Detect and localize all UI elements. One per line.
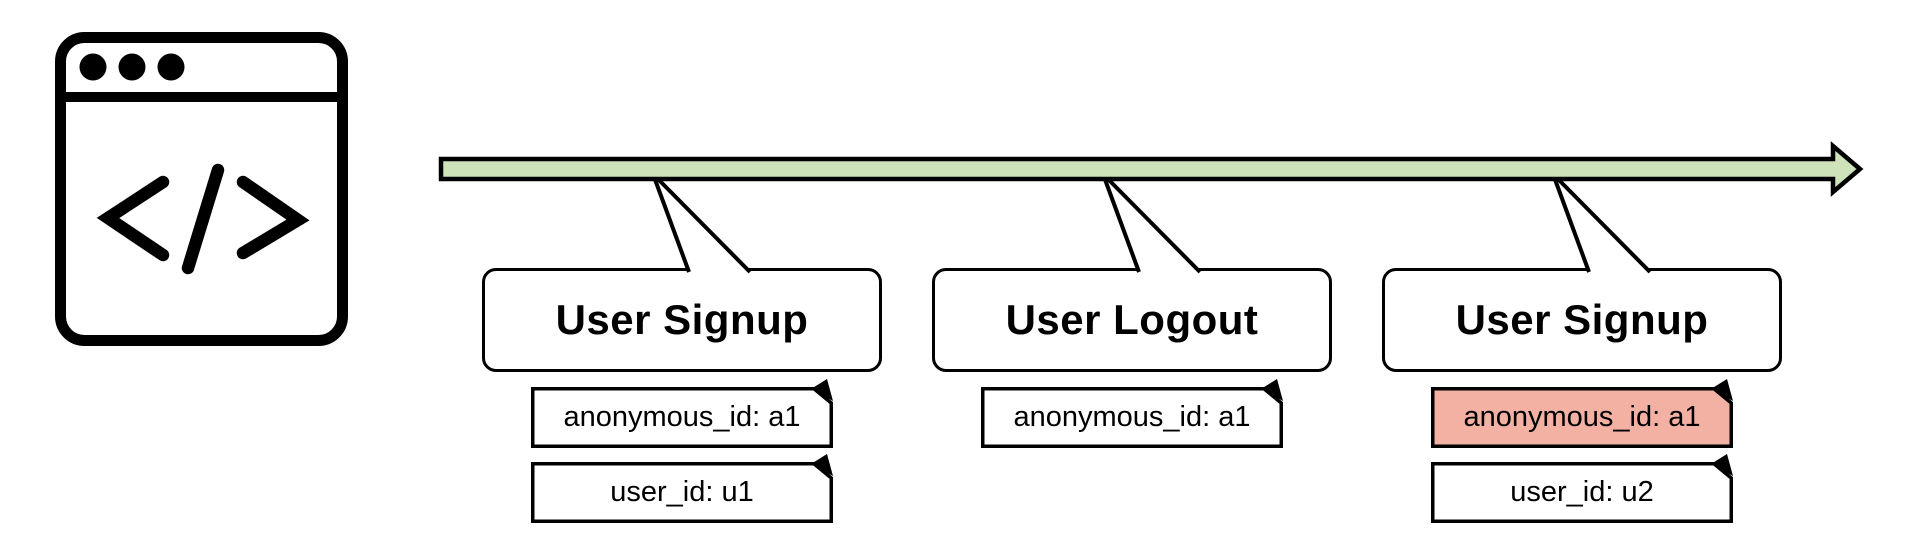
event-bubble: User Logout <box>932 268 1332 372</box>
event-label: User Signup <box>1455 296 1709 343</box>
note-user-id: user_id: u2 <box>1431 454 1733 523</box>
browser-code-icon <box>55 32 348 346</box>
event-bubble: User Signup <box>1382 268 1782 372</box>
note-shape <box>531 379 833 448</box>
window-dots-icon <box>79 53 185 81</box>
timeline-arrow <box>438 141 1864 197</box>
note-text: user_id: u2 <box>1510 476 1654 508</box>
note-anonymous-id-highlighted: anonymous_id: a1 <box>1431 379 1733 448</box>
note-anonymous-id: anonymous_id: a1 <box>981 379 1283 448</box>
note-text: anonymous_id: a1 <box>1463 401 1701 433</box>
event-bubble: User Signup <box>482 268 882 372</box>
note-user-id: user_id: u1 <box>531 454 833 523</box>
note-shape <box>1431 454 1733 523</box>
note-text: user_id: u1 <box>610 476 754 508</box>
event-group-2: User Logout anonymous_id: a1 <box>932 268 1332 462</box>
note-anonymous-id: anonymous_id: a1 <box>531 379 833 448</box>
event-group-1: User Signup anonymous_id: a1 user_id: u1 <box>482 268 882 537</box>
note-shape <box>1431 379 1733 448</box>
callout-tail-1 <box>651 172 752 274</box>
browser-window-frame <box>55 32 348 346</box>
note-text: anonymous_id: a1 <box>563 401 801 433</box>
event-label: User Logout <box>1005 296 1259 343</box>
code-glyph-icon <box>96 163 310 275</box>
event-label: User Signup <box>555 296 809 343</box>
event-group-3: User Signup anonymous_id: a1 user_id: u2 <box>1382 268 1782 537</box>
callout-tail-3 <box>1551 172 1652 274</box>
callout-tail-2 <box>1101 172 1202 274</box>
note-shape <box>981 379 1283 448</box>
note-shape <box>531 454 833 523</box>
note-text: anonymous_id: a1 <box>1013 401 1251 433</box>
